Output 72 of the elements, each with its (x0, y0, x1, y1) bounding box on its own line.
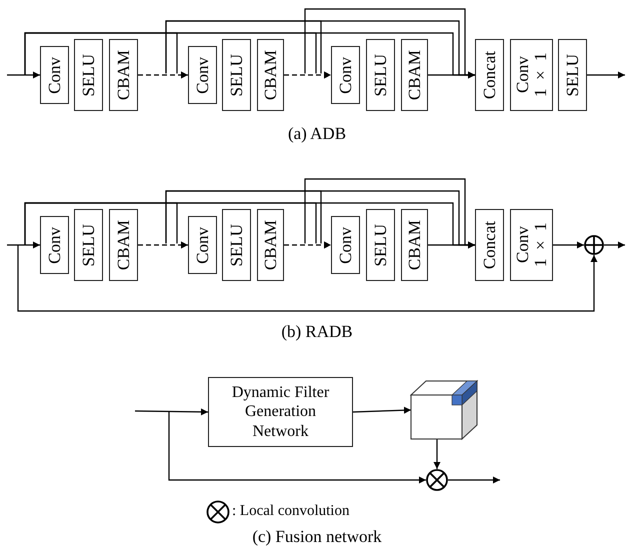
layer-label: CBAM (114, 50, 132, 100)
arrow (284, 72, 331, 78)
layer-box (331, 46, 360, 104)
filter-cube-drawing (411, 381, 477, 439)
layer-label: SELU (372, 54, 390, 96)
layer-box (401, 209, 428, 281)
layer-label: Conv 1 × 1 (514, 52, 550, 98)
layer-label: CBAM (262, 50, 280, 100)
arrow (428, 72, 475, 78)
layer-label: SELU (228, 224, 246, 266)
local-convolution-circle (426, 469, 448, 491)
layer-label: SELU (80, 224, 98, 266)
layer-box (222, 209, 251, 281)
layer-box (74, 209, 103, 281)
arrow (135, 408, 208, 416)
subfigure-caption: (b) RADB (281, 322, 353, 342)
arrow (138, 242, 188, 248)
arrow (7, 72, 40, 78)
layer-box (366, 39, 395, 111)
arrow (352, 406, 412, 414)
layer-label: Conv (46, 226, 64, 264)
layer-box (40, 46, 69, 104)
layer-label: Concat (480, 220, 498, 270)
layer-box (510, 209, 553, 281)
subfigure-caption: (c) Fusion network (252, 527, 382, 547)
legend-text: : Local convolution (232, 503, 350, 520)
sum-circle (584, 235, 604, 255)
layer-box (109, 209, 138, 281)
layer-label: SELU (80, 54, 98, 96)
arrow (434, 439, 440, 469)
layer-label: Conv (336, 226, 354, 264)
layer-label: Conv (194, 226, 212, 264)
layer-label: Concat (480, 50, 498, 100)
layer-label: SELU (372, 224, 390, 266)
arrow (168, 411, 426, 484)
layer-box (40, 216, 69, 274)
layer-label: Conv (194, 56, 212, 94)
layer-label: SELU (564, 54, 582, 96)
layer-label: SELU (228, 54, 246, 96)
layer-box (257, 39, 284, 111)
layer-box (475, 39, 504, 111)
layer-label: CBAM (406, 50, 424, 100)
layer-label: Conv (46, 56, 64, 94)
layer-box (188, 46, 217, 104)
arrow (553, 242, 584, 248)
layer-label: CBAM (262, 220, 280, 270)
network-label: Dynamic Filter Generation Network (230, 383, 330, 441)
layer-label: Conv 1 × 1 (514, 222, 550, 268)
subfigure-caption: (a) ADB (288, 124, 346, 144)
arrow (604, 242, 625, 248)
layer-label: CBAM (114, 220, 132, 270)
arrow (138, 72, 188, 78)
arrow (428, 242, 475, 248)
layer-box (558, 39, 587, 111)
layer-box (109, 39, 138, 111)
arrow (448, 476, 500, 484)
network-box (208, 377, 353, 447)
layer-box (257, 209, 284, 281)
layer-box (401, 39, 428, 111)
arrow (587, 72, 625, 78)
layer-box (475, 209, 504, 281)
arrow (17, 245, 598, 312)
layer-box (366, 209, 395, 281)
layer-box (188, 216, 217, 274)
arrow (284, 242, 331, 248)
layer-box (331, 216, 360, 274)
layer-box (510, 39, 553, 111)
layer-box (74, 39, 103, 111)
layer-label: Conv (336, 56, 354, 94)
layer-box (222, 39, 251, 111)
layer-label: CBAM (406, 220, 424, 270)
arrow (7, 242, 40, 248)
